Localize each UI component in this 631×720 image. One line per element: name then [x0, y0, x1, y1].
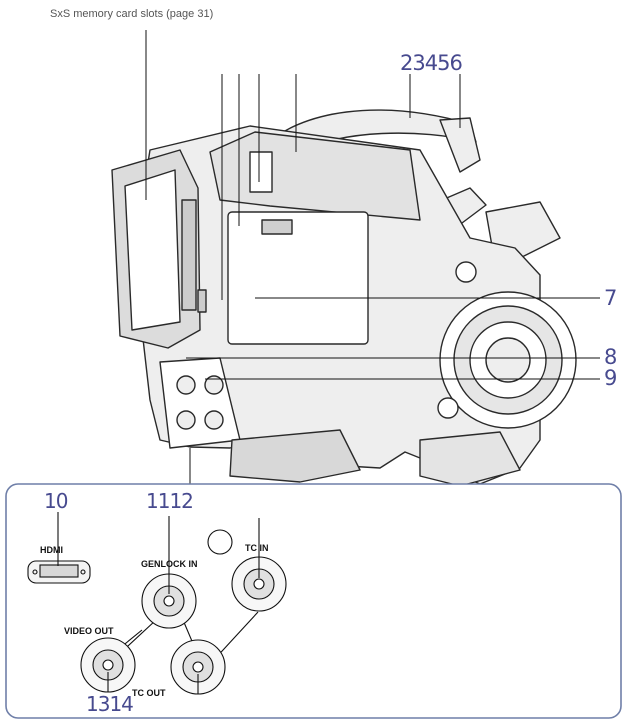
callout-1314: 1314 [86, 692, 134, 716]
callout-10: 10 [44, 489, 68, 513]
genlock-in-label: GENLOCK IN [141, 559, 198, 569]
callout-9: 9 [604, 366, 617, 390]
shoulder-pad [229, 429, 361, 483]
tc-out-jack [170, 639, 226, 695]
connector-inset [5, 483, 622, 719]
callout-23456: 23456 [400, 51, 463, 75]
card-slot-caption: SxS memory card slots (page 31) [50, 8, 214, 20]
video-out-label: VIDEO OUT [64, 626, 114, 636]
callout-8: 8 [604, 345, 617, 369]
side-panel [227, 211, 369, 345]
tc-out-label: TC OUT [132, 688, 166, 698]
tc-in-label: TC IN [245, 543, 269, 553]
callout-1112: 1112 [146, 489, 194, 513]
hdmi-label: HDMI [40, 545, 63, 555]
callout-7: 7 [604, 286, 617, 310]
viewfinder [485, 201, 561, 259]
genlock-in-jack [141, 573, 197, 629]
tc-in-jack [231, 556, 287, 612]
